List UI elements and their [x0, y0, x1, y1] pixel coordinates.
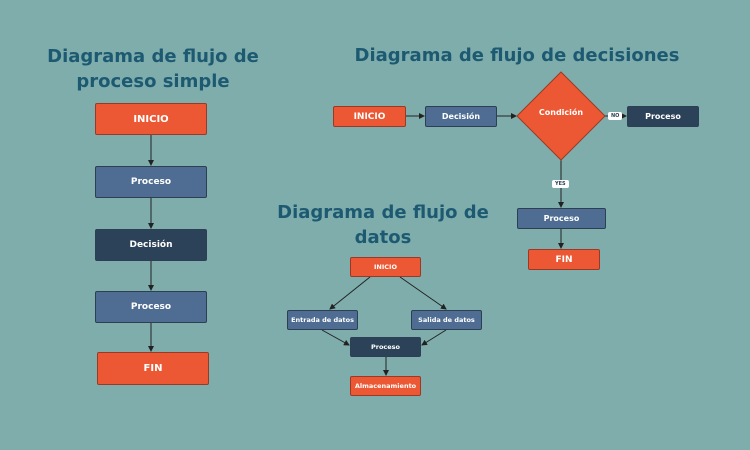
decisions-start[interactable]: INICIO	[333, 106, 406, 127]
data-process[interactable]: Proceso	[350, 337, 421, 357]
data-start[interactable]: INICIO	[350, 257, 421, 277]
condition-diamond	[516, 71, 606, 161]
decisions-decision[interactable]: Decisión	[425, 106, 497, 127]
title-line: Diagrama de flujo de	[277, 202, 489, 223]
simple-decision[interactable]: Decisión	[95, 229, 207, 261]
decisions-end[interactable]: FIN	[528, 249, 600, 270]
decisions-title: Diagrama de flujo de decisiones	[354, 45, 680, 66]
condition-label: Condición	[538, 108, 584, 117]
title-line: proceso simple	[76, 71, 230, 92]
simple-process-2[interactable]: Proceso	[95, 291, 207, 323]
data-input[interactable]: Entrada de datos	[287, 310, 358, 330]
decisions-no-process[interactable]: Proceso	[627, 106, 699, 127]
yes-label: YES	[552, 180, 569, 188]
decisions-yes-process[interactable]: Proceso	[517, 208, 606, 229]
title-line: Diagrama de flujo de	[47, 46, 259, 67]
data-storage[interactable]: Almacenamiento	[350, 376, 421, 396]
simple-start[interactable]: INICIO	[95, 103, 207, 135]
simple-process-1[interactable]: Proceso	[95, 166, 207, 198]
data-flow-title: Diagrama de flujo de datos	[260, 200, 506, 250]
data-output[interactable]: Salida de datos	[411, 310, 482, 330]
title-line: datos	[354, 227, 412, 248]
simple-end[interactable]: FIN	[97, 352, 209, 385]
no-label: NO	[608, 112, 623, 120]
simple-title: Diagrama de flujo de proceso simple	[20, 44, 286, 94]
